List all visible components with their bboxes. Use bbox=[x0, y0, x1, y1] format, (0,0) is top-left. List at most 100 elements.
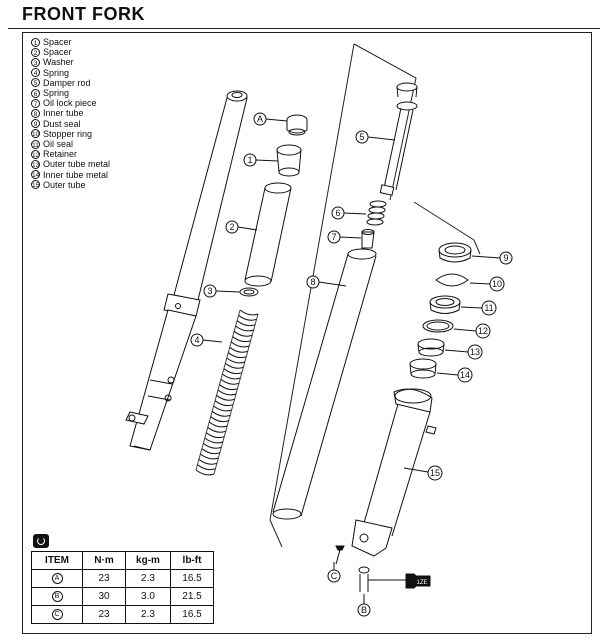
spacer-2 bbox=[237, 182, 292, 287]
bolt-b bbox=[358, 566, 406, 604]
legend-label: Retainer bbox=[43, 149, 78, 160]
outer-tube-metal-13 bbox=[417, 338, 469, 357]
callout-10: 10 bbox=[492, 279, 502, 289]
legend-label: Spacer bbox=[43, 47, 72, 58]
legend-number: 10 bbox=[31, 129, 40, 139]
dust-seal-9 bbox=[438, 242, 501, 263]
assembly-guide-lines bbox=[269, 43, 481, 548]
cell-nm: 23 bbox=[82, 569, 126, 588]
legend-number: 3 bbox=[31, 58, 40, 67]
legend-label: Inner tube metal bbox=[43, 169, 109, 180]
page-title: FRONT FORK bbox=[22, 4, 145, 24]
item-letter: A bbox=[51, 572, 63, 584]
cell-kgm: 2.3 bbox=[125, 569, 171, 588]
retainer-12 bbox=[422, 319, 477, 333]
torque-wrench-icon bbox=[33, 534, 49, 548]
table-row: A 23 2.3 16.5 bbox=[31, 569, 214, 588]
callouts: A 1 2 3 4 5 6 7 8 9 10 11 12 13 14 15 C … bbox=[190, 112, 513, 617]
cell-kgm: 3.0 bbox=[125, 587, 171, 606]
callout-1: 1 bbox=[247, 155, 252, 165]
thread-lock-tag: 1ZE bbox=[405, 573, 431, 589]
legend-number: 1 bbox=[31, 37, 40, 47]
header-kgm: kg-m bbox=[125, 551, 171, 570]
cell-kgm: 2.3 bbox=[125, 605, 171, 624]
callout-3: 3 bbox=[207, 286, 212, 296]
item-letter: C bbox=[51, 608, 63, 620]
cell-item: C bbox=[31, 605, 83, 624]
callout-15: 15 bbox=[430, 468, 440, 478]
cap-bolt-a bbox=[265, 114, 308, 136]
callout-13: 13 bbox=[470, 347, 480, 357]
assembled-fork bbox=[125, 90, 248, 451]
cell-item: A bbox=[31, 569, 83, 588]
spring-4 bbox=[195, 309, 259, 476]
bolt-c bbox=[333, 545, 345, 570]
spring-6 bbox=[343, 200, 387, 226]
damper-rod-5 bbox=[367, 82, 418, 196]
legend-number: 9 bbox=[31, 119, 40, 129]
header-item: ITEM bbox=[31, 551, 83, 570]
cell-lbft: 16.5 bbox=[170, 569, 214, 588]
torque-table-header: ITEM N·m kg-m lb-ft bbox=[31, 551, 214, 570]
callout-c: C bbox=[331, 571, 338, 581]
legend-number: 8 bbox=[31, 109, 40, 119]
callout-8: 8 bbox=[310, 277, 315, 287]
stopper-ring-10 bbox=[435, 273, 491, 287]
header-lbft: lb-ft bbox=[170, 551, 214, 570]
inner-tube-8 bbox=[272, 248, 377, 520]
legend-label: Spring bbox=[43, 88, 70, 99]
oil-lock-piece-7 bbox=[339, 229, 375, 249]
cell-lbft: 16.5 bbox=[170, 605, 214, 624]
table-row: B 30 3.0 21.5 bbox=[31, 587, 214, 606]
legend-number: 5 bbox=[31, 78, 40, 88]
legend-number: 14 bbox=[31, 170, 40, 180]
legend-label: Outer tube bbox=[43, 179, 86, 190]
torque-table: ITEM N·m kg-m lb-ft A 23 2.3 16.5 B 30 3… bbox=[31, 551, 214, 624]
legend-label: Damper rod bbox=[43, 77, 91, 88]
legend-number: 7 bbox=[31, 98, 40, 108]
diagram-frame bbox=[22, 32, 592, 634]
header-nm: N·m bbox=[82, 551, 126, 570]
callout-12: 12 bbox=[478, 326, 488, 336]
callout-14: 14 bbox=[460, 370, 470, 380]
legend-number: 15 bbox=[31, 180, 40, 190]
legend-number: 2 bbox=[31, 47, 40, 57]
legend-label: Oil lock piece bbox=[43, 98, 97, 109]
cell-nm: 23 bbox=[82, 605, 126, 624]
legend-label: Inner tube bbox=[43, 108, 84, 119]
legend-label: Washer bbox=[43, 57, 74, 68]
legend-label: Outer tube metal bbox=[43, 159, 111, 170]
cell-nm: 30 bbox=[82, 587, 126, 606]
callout-7: 7 bbox=[331, 232, 336, 242]
callout-9: 9 bbox=[503, 253, 508, 263]
legend-number: 6 bbox=[31, 88, 40, 98]
cell-lbft: 21.5 bbox=[170, 587, 214, 606]
tag-label: 1ZE bbox=[416, 580, 427, 586]
legend-label: Dust seal bbox=[43, 118, 81, 129]
cell-item: B bbox=[31, 587, 83, 606]
callout-2: 2 bbox=[229, 222, 234, 232]
spacer-1 bbox=[255, 144, 302, 177]
legend-label: Stopper ring bbox=[43, 128, 93, 139]
legend-label: Spacer bbox=[43, 37, 72, 47]
washer-3 bbox=[215, 287, 259, 297]
callout-b: B bbox=[361, 605, 367, 615]
legend-label: Spring bbox=[43, 67, 70, 78]
legend-number: 13 bbox=[31, 160, 40, 170]
callout-6: 6 bbox=[335, 208, 340, 218]
oil-seal-11 bbox=[429, 295, 483, 314]
